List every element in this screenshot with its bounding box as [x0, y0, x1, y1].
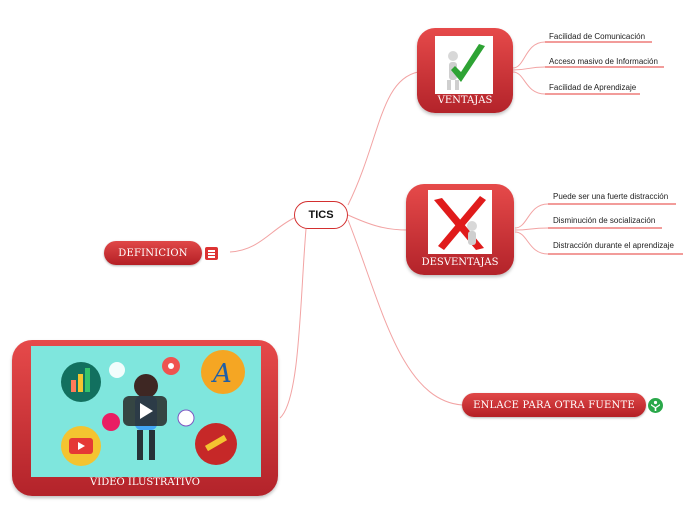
note-icon[interactable] — [205, 247, 218, 260]
connector-video — [279, 228, 307, 419]
link-icon[interactable] — [648, 398, 663, 413]
connector-leaf-v1 — [512, 41, 546, 69]
connector-leaf-v3 — [512, 71, 546, 95]
ventajas-item-2[interactable]: Acceso masivo de Información — [549, 57, 658, 66]
checkmark-person-icon — [447, 44, 485, 90]
cross-person-icon — [434, 196, 486, 250]
connector-leaf-d3 — [514, 231, 549, 255]
ear-icon — [102, 413, 120, 431]
ventajas-label: VENTAJAS — [437, 95, 493, 106]
play-icon — [140, 403, 153, 419]
connector-ventajas — [347, 71, 419, 206]
central-topic[interactable]: TICS — [294, 201, 348, 229]
connector-leaf-d2 — [514, 227, 549, 231]
connector-leaf-d1 — [514, 203, 549, 229]
connector-enlace — [347, 219, 463, 406]
video-label: VIDEO ILUSTRATIVO — [90, 477, 200, 488]
enlace-label: ENLACE PARA OTRA FUENTE — [473, 399, 635, 411]
desventajas-node[interactable]: DESVENTAJAS — [406, 184, 514, 275]
connector-desventajas — [347, 214, 409, 231]
ventajas-item-3[interactable]: Facilidad de Aprendizaje — [549, 83, 637, 92]
enlace-node[interactable]: ENLACE PARA OTRA FUENTE — [462, 393, 646, 417]
definicion-node[interactable]: DEFINICION — [104, 241, 202, 265]
play-button[interactable] — [123, 396, 167, 426]
definicion-label: DEFINICION — [118, 247, 188, 259]
connector-definicion — [229, 217, 295, 253]
desventajas-item-3[interactable]: Distracción durante el aprendizaje — [553, 241, 674, 250]
central-topic-label: TICS — [308, 209, 334, 221]
ventajas-node[interactable]: VENTAJAS — [417, 28, 513, 113]
connector-leaf-v2 — [512, 66, 546, 71]
svg-text:A: A — [211, 359, 232, 389]
ventajas-item-1[interactable]: Facilidad de Comunicación — [549, 32, 646, 41]
desventajas-label: DESVENTAJAS — [421, 257, 499, 268]
desventajas-item-1[interactable]: Puede ser una fuerte distracción — [553, 192, 669, 201]
ventajas-image — [435, 36, 493, 94]
desventajas-image — [428, 190, 492, 254]
text-icon — [201, 350, 245, 394]
desventajas-item-2[interactable]: Disminución de socialización — [553, 216, 656, 225]
